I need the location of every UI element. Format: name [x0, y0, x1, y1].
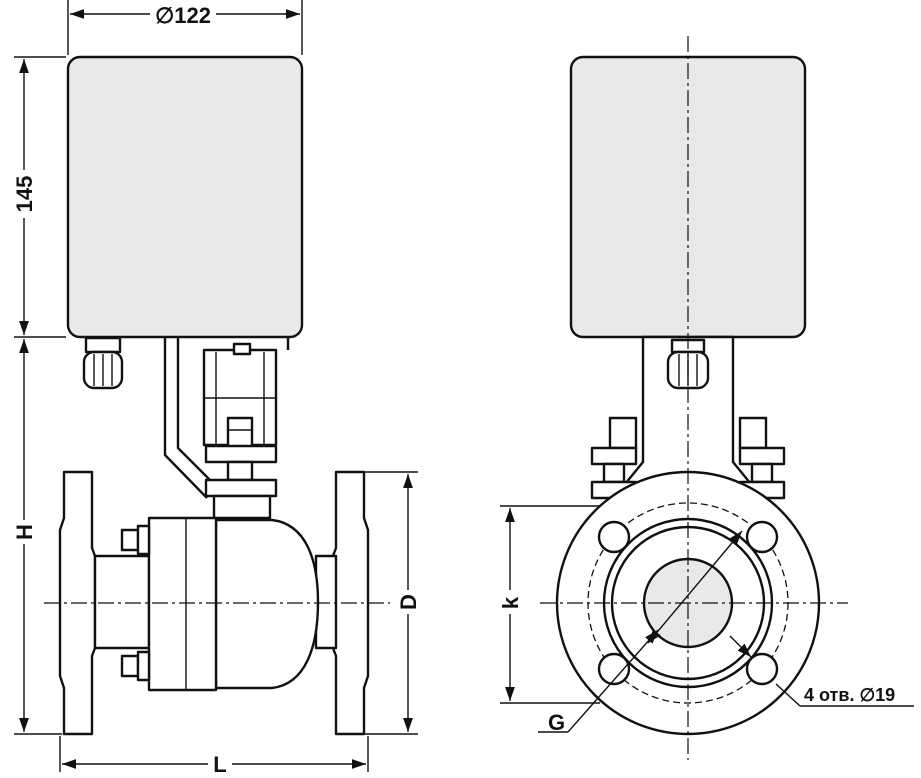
dim-length: L: [213, 752, 226, 777]
mounting-bracket: [163, 337, 290, 499]
actuator-housing: [66, 55, 304, 339]
dim-bolt-circle: k: [498, 596, 523, 609]
cable-gland: [82, 336, 124, 390]
cap-bolts: [120, 524, 151, 682]
dim-thread: G: [548, 710, 565, 735]
dim-holes: 4 отв. ∅19: [804, 685, 895, 705]
stem-assembly: [204, 429, 278, 520]
front-view: [44, 55, 390, 736]
side-view: [540, 36, 848, 760]
side-bolts-right: [738, 416, 786, 500]
body-cap: [147, 516, 218, 692]
side-dimensions: k G 4 отв. ∅19: [498, 505, 914, 735]
dim-actuator-height: 145: [12, 176, 37, 213]
side-bolts-left: [590, 416, 638, 500]
left-tailpiece: [93, 554, 151, 650]
dim-height: H: [12, 524, 37, 540]
dim-flange-diameter: D: [396, 594, 421, 610]
valve-body: [214, 518, 320, 690]
dim-actuator-diameter: ∅122: [155, 3, 211, 28]
bolt-holes: [597, 520, 779, 686]
front-dimensions: ∅122 145 H L D: [12, 0, 421, 777]
